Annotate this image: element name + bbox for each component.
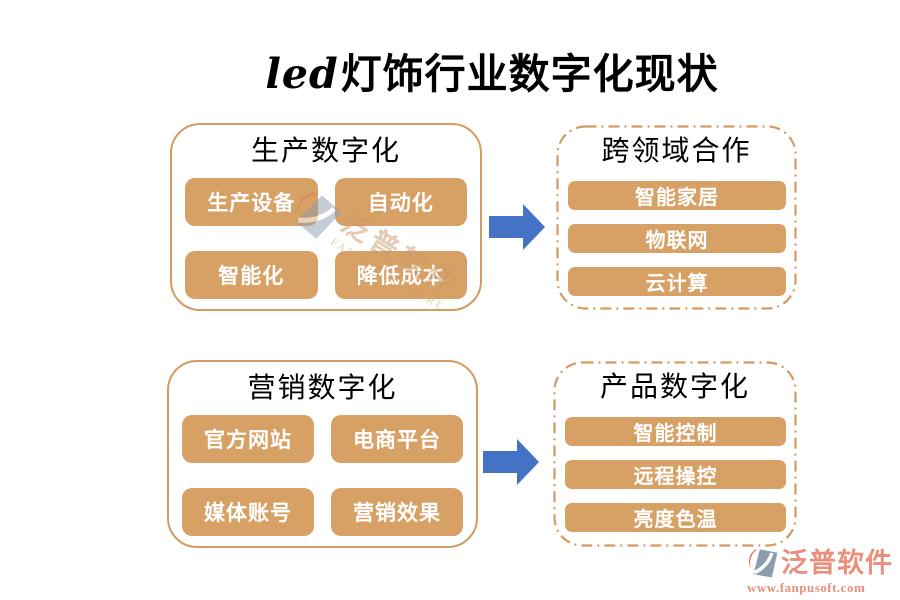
page-title-latin: led (265, 50, 339, 98)
item-pill: 智能控制 (565, 416, 786, 446)
arrow-right-icon (489, 204, 545, 250)
footer-brand: 泛普软件 (781, 547, 893, 578)
group-items-product: 智能控制 远程操控 亮度色温 (553, 405, 797, 532)
arrow-right-icon (483, 439, 539, 485)
footer-logo: 泛普软件 www.fanpusoft.com (747, 547, 893, 596)
page-title-cn: 灯饰行业数字化现状 (340, 51, 719, 97)
item-pill: 官方网站 (182, 414, 314, 463)
footer-url: www.fanpusoft.com (747, 580, 866, 595)
group-box-production: 生产数字化 生产设备 自动化 智能化 降低成本 (170, 123, 482, 311)
item-pill: 电商平台 (331, 414, 463, 463)
group-title-cross-domain: 跨领域合作 (601, 136, 752, 167)
group-items-production: 生产设备 自动化 智能化 降低成本 (172, 169, 480, 299)
item-pill: 智能家居 (568, 180, 786, 210)
group-box-product: 产品数字化 智能控制 远程操控 亮度色温 (553, 361, 797, 547)
footer-logo-row: 泛普软件 (747, 547, 893, 579)
fanpu-logo-icon (749, 549, 778, 578)
group-box-cross-domain: 跨领域合作 智能家居 物联网 云计算 (556, 125, 797, 310)
item-pill: 物联网 (568, 223, 786, 253)
page-title: led灯饰行业数字化现状 (265, 40, 718, 100)
group-title-marketing: 营销数字化 (247, 373, 398, 404)
group-items-cross-domain: 智能家居 物联网 云计算 (556, 169, 797, 296)
item-pill: 生产设备 (185, 177, 318, 226)
item-pill: 降低成本 (334, 250, 467, 299)
item-pill: 云计算 (568, 266, 786, 296)
item-pill: 营销效果 (331, 487, 463, 536)
item-pill: 远程操控 (565, 459, 786, 489)
item-pill: 智能化 (185, 250, 318, 299)
group-items-marketing: 官方网站 电商平台 媒体账号 营销效果 (169, 406, 476, 536)
item-pill: 自动化 (334, 177, 467, 226)
group-title-production: 生产数字化 (250, 136, 401, 167)
item-pill: 媒体账号 (182, 487, 314, 536)
group-title-product: 产品数字化 (599, 372, 750, 403)
group-box-marketing: 营销数字化 官方网站 电商平台 媒体账号 营销效果 (167, 360, 478, 548)
item-pill: 亮度色温 (565, 502, 786, 532)
